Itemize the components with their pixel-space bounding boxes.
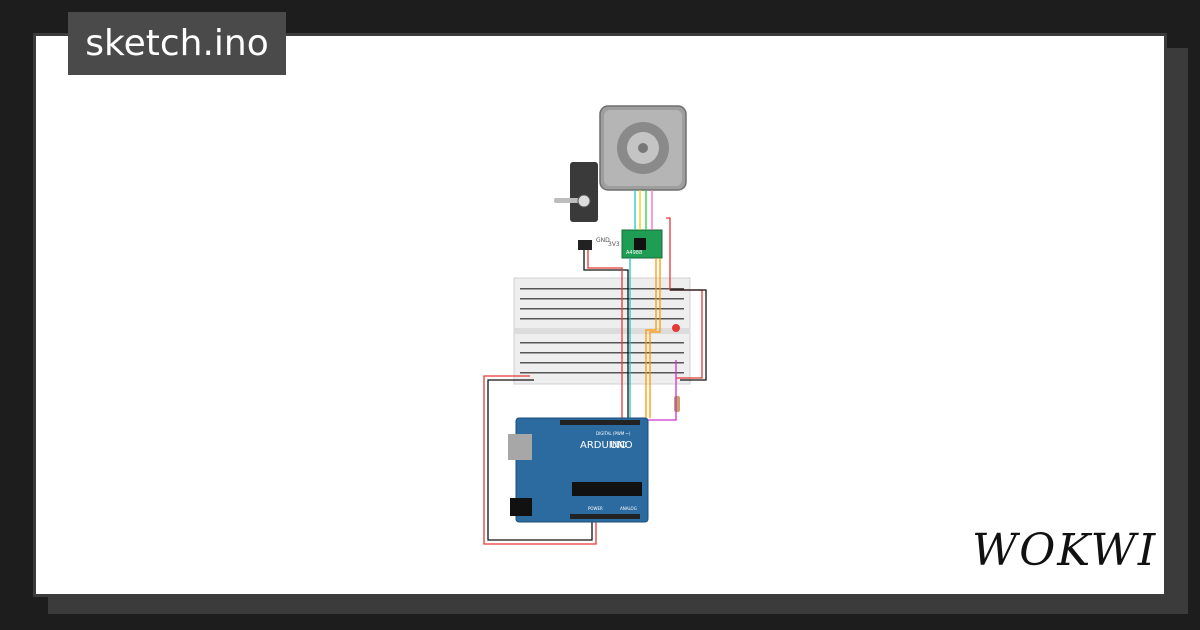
wokwi-logo: WOKWI: [972, 522, 1158, 580]
wires: [483, 190, 707, 545]
header-power: POWER: [588, 506, 603, 511]
breadboard: [513, 277, 691, 385]
servo-motor: [554, 162, 598, 250]
board-maker: ARDUINO: [580, 440, 627, 451]
stepper-motor: [599, 105, 687, 191]
driver-label: A4988: [626, 250, 642, 256]
chip: [572, 482, 642, 496]
vcc-label: 3V3: [608, 241, 620, 248]
circuit-diagram: A4988 GND 3V3: [483, 105, 707, 545]
resistor: [674, 396, 680, 412]
sketch-title: sketch.ino: [68, 12, 286, 75]
header-analog: ANALOG: [620, 506, 637, 511]
header-digital: DIGITAL (PWM ~): [596, 431, 631, 436]
arduino-board: ARDUINO UNO DIGITAL (PWM ~) ANALOG POWER: [508, 417, 649, 523]
led: [672, 324, 680, 332]
stepper-driver: A4988: [621, 229, 663, 259]
board-model: UNO: [610, 440, 633, 451]
gnd-label: GND: [596, 237, 610, 244]
power-jack: [510, 498, 532, 516]
usb-port: [508, 434, 532, 460]
brand-text: WOKWI: [972, 525, 1158, 576]
